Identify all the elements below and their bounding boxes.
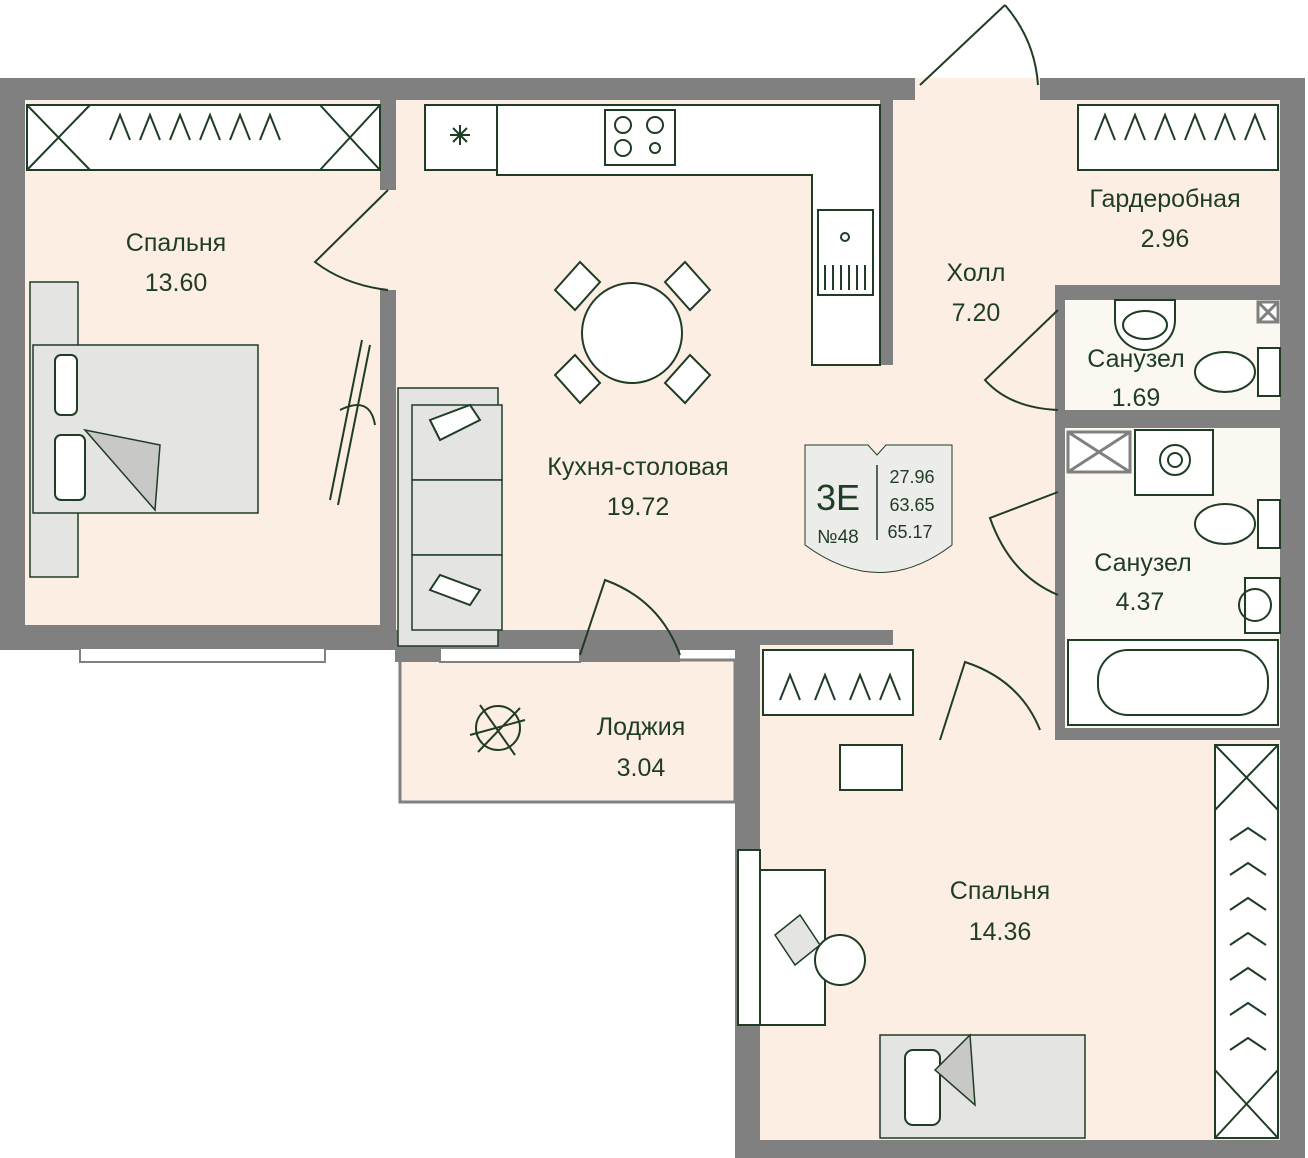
total-area: 63.65: [889, 495, 934, 515]
dining-table-icon: [553, 260, 712, 405]
room-label: Лоджия: [597, 713, 686, 741]
room-label: Холл: [947, 259, 1006, 287]
apartment-number: №48: [817, 527, 859, 548]
room-area: 7.20: [952, 299, 1001, 327]
plant-icon: [469, 704, 526, 756]
room-area: 19.72: [607, 493, 670, 521]
apartment-type: 3E: [816, 477, 860, 518]
apartment-badge: 3E №48 27.96 63.65 65.17: [804, 444, 953, 573]
entrance-door-icon[interactable]: [915, 4, 1040, 100]
bed-icon: [29, 281, 259, 578]
bed-icon-2: [879, 1033, 1086, 1139]
bathroom-fixtures-icon: [1066, 299, 1281, 726]
room-label: Спальня: [126, 229, 226, 257]
door-icons: [313, 189, 1059, 741]
room-area: 14.36: [969, 918, 1032, 946]
room-area: 2.96: [1141, 225, 1190, 253]
room-label: Санузел: [1094, 549, 1191, 577]
room-loggia[interactable]: [398, 658, 737, 804]
living-area: 27.96: [889, 467, 934, 487]
wardrobe-icon: [26, 104, 1279, 1139]
room-area: 4.37: [1116, 588, 1165, 616]
room-label: Кухня-столовая: [547, 453, 728, 481]
kitchen-counter-icon: [424, 104, 881, 366]
room-label: Санузел: [1087, 345, 1184, 373]
window: [79, 647, 326, 663]
room-area: 13.60: [145, 269, 208, 297]
room-area: 3.04: [617, 754, 666, 782]
room-area: 1.69: [1112, 384, 1161, 412]
desk-icon: [737, 744, 903, 1026]
sofa-icon: [397, 387, 503, 647]
room-label: Гардеробная: [1089, 185, 1240, 213]
tv-stand-icon: [329, 339, 376, 506]
room-label: Спальня: [950, 877, 1050, 905]
window: [439, 647, 581, 663]
total-area-with-loggia: 65.17: [887, 522, 932, 542]
